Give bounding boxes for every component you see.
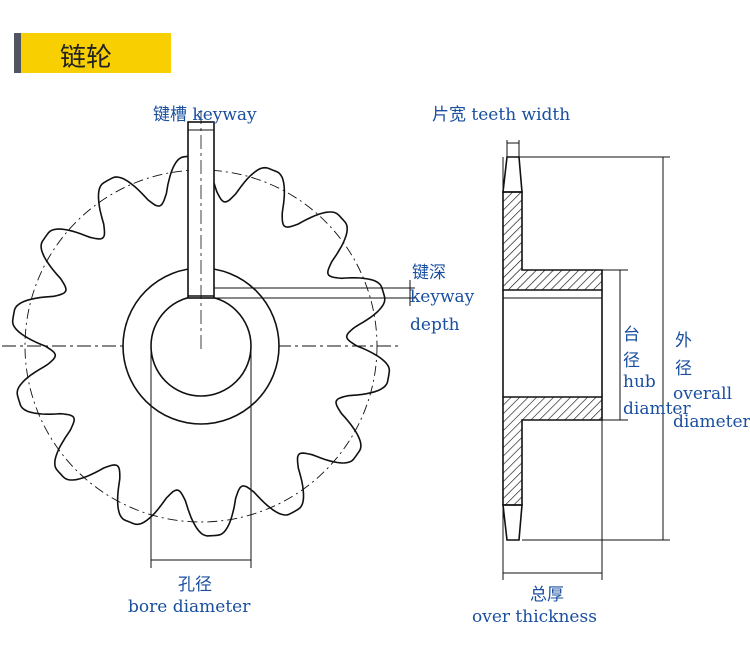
keyway-depth-label-en1: keyway (410, 287, 475, 307)
bore-label-en: bore diameter (128, 597, 251, 617)
hub-label-cn2: 径 (623, 351, 640, 371)
keyway-depth-label-cn: 键深 (412, 263, 446, 283)
keyway-depth-label-en2: depth (410, 315, 460, 335)
section-header: 链轮 (14, 33, 171, 73)
teeth-width-label: 片宽 teeth width (432, 105, 571, 125)
section-title: 链轮 (60, 43, 113, 73)
side-tooth-bottom (502, 504, 523, 541)
thickness-label-cn: 总厚 (530, 585, 564, 605)
keyway-label: 键槽 keyway (153, 105, 257, 125)
hub-label-cn1: 台 (623, 325, 640, 345)
overall-label-en2: diameter (673, 412, 750, 432)
overall-label-cn1: 外 (675, 331, 692, 351)
side-tooth-top (502, 156, 523, 193)
side-hub-bottom-section (502, 396, 603, 506)
overall-label-en1: overall (673, 384, 733, 404)
hub-label-en2: diamter (623, 399, 691, 419)
header-accent-bar (14, 33, 21, 73)
side-hub-top-section (502, 191, 603, 291)
thickness-label-en: over thickness (472, 607, 597, 627)
overall-label-cn2: 径 (675, 359, 692, 379)
bore-label-cn: 孔径 (178, 575, 212, 595)
hub-label-en1: hub (623, 372, 656, 392)
